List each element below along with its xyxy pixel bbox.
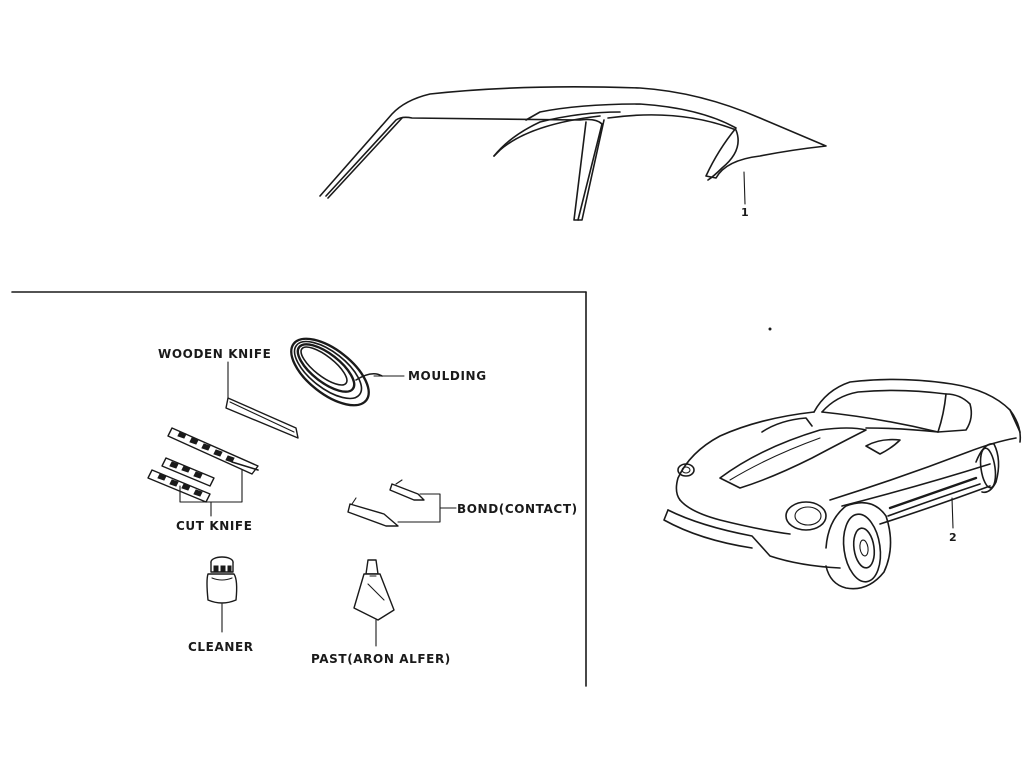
wooden-knife-label: WOODEN KNIFE xyxy=(158,347,271,361)
kit-frame xyxy=(11,291,587,687)
cut-knife-illustration xyxy=(147,427,259,517)
roof-moulding-callout: 1 xyxy=(741,206,749,219)
cleaner-bottle-illustration xyxy=(206,556,238,633)
moulding-label: MOULDING xyxy=(408,369,487,383)
past-tube-illustration xyxy=(353,559,395,647)
cleaner-label: CLEANER xyxy=(188,640,254,654)
bond-label: BOND(CONTACT) xyxy=(457,502,578,516)
stray-dot xyxy=(768,327,772,331)
past-label: PAST(ARON ALFER) xyxy=(311,652,451,666)
car-illustration: 2 xyxy=(663,378,1022,590)
cut-knife-label: CUT KNIFE xyxy=(176,519,253,533)
roof-moulding-illustration: 1 xyxy=(319,86,827,221)
wooden-knife-illustration xyxy=(225,361,299,439)
side-moulding-callout: 2 xyxy=(949,531,957,544)
bond-illustration xyxy=(347,479,457,527)
moulding-coil-illustration xyxy=(290,337,405,407)
